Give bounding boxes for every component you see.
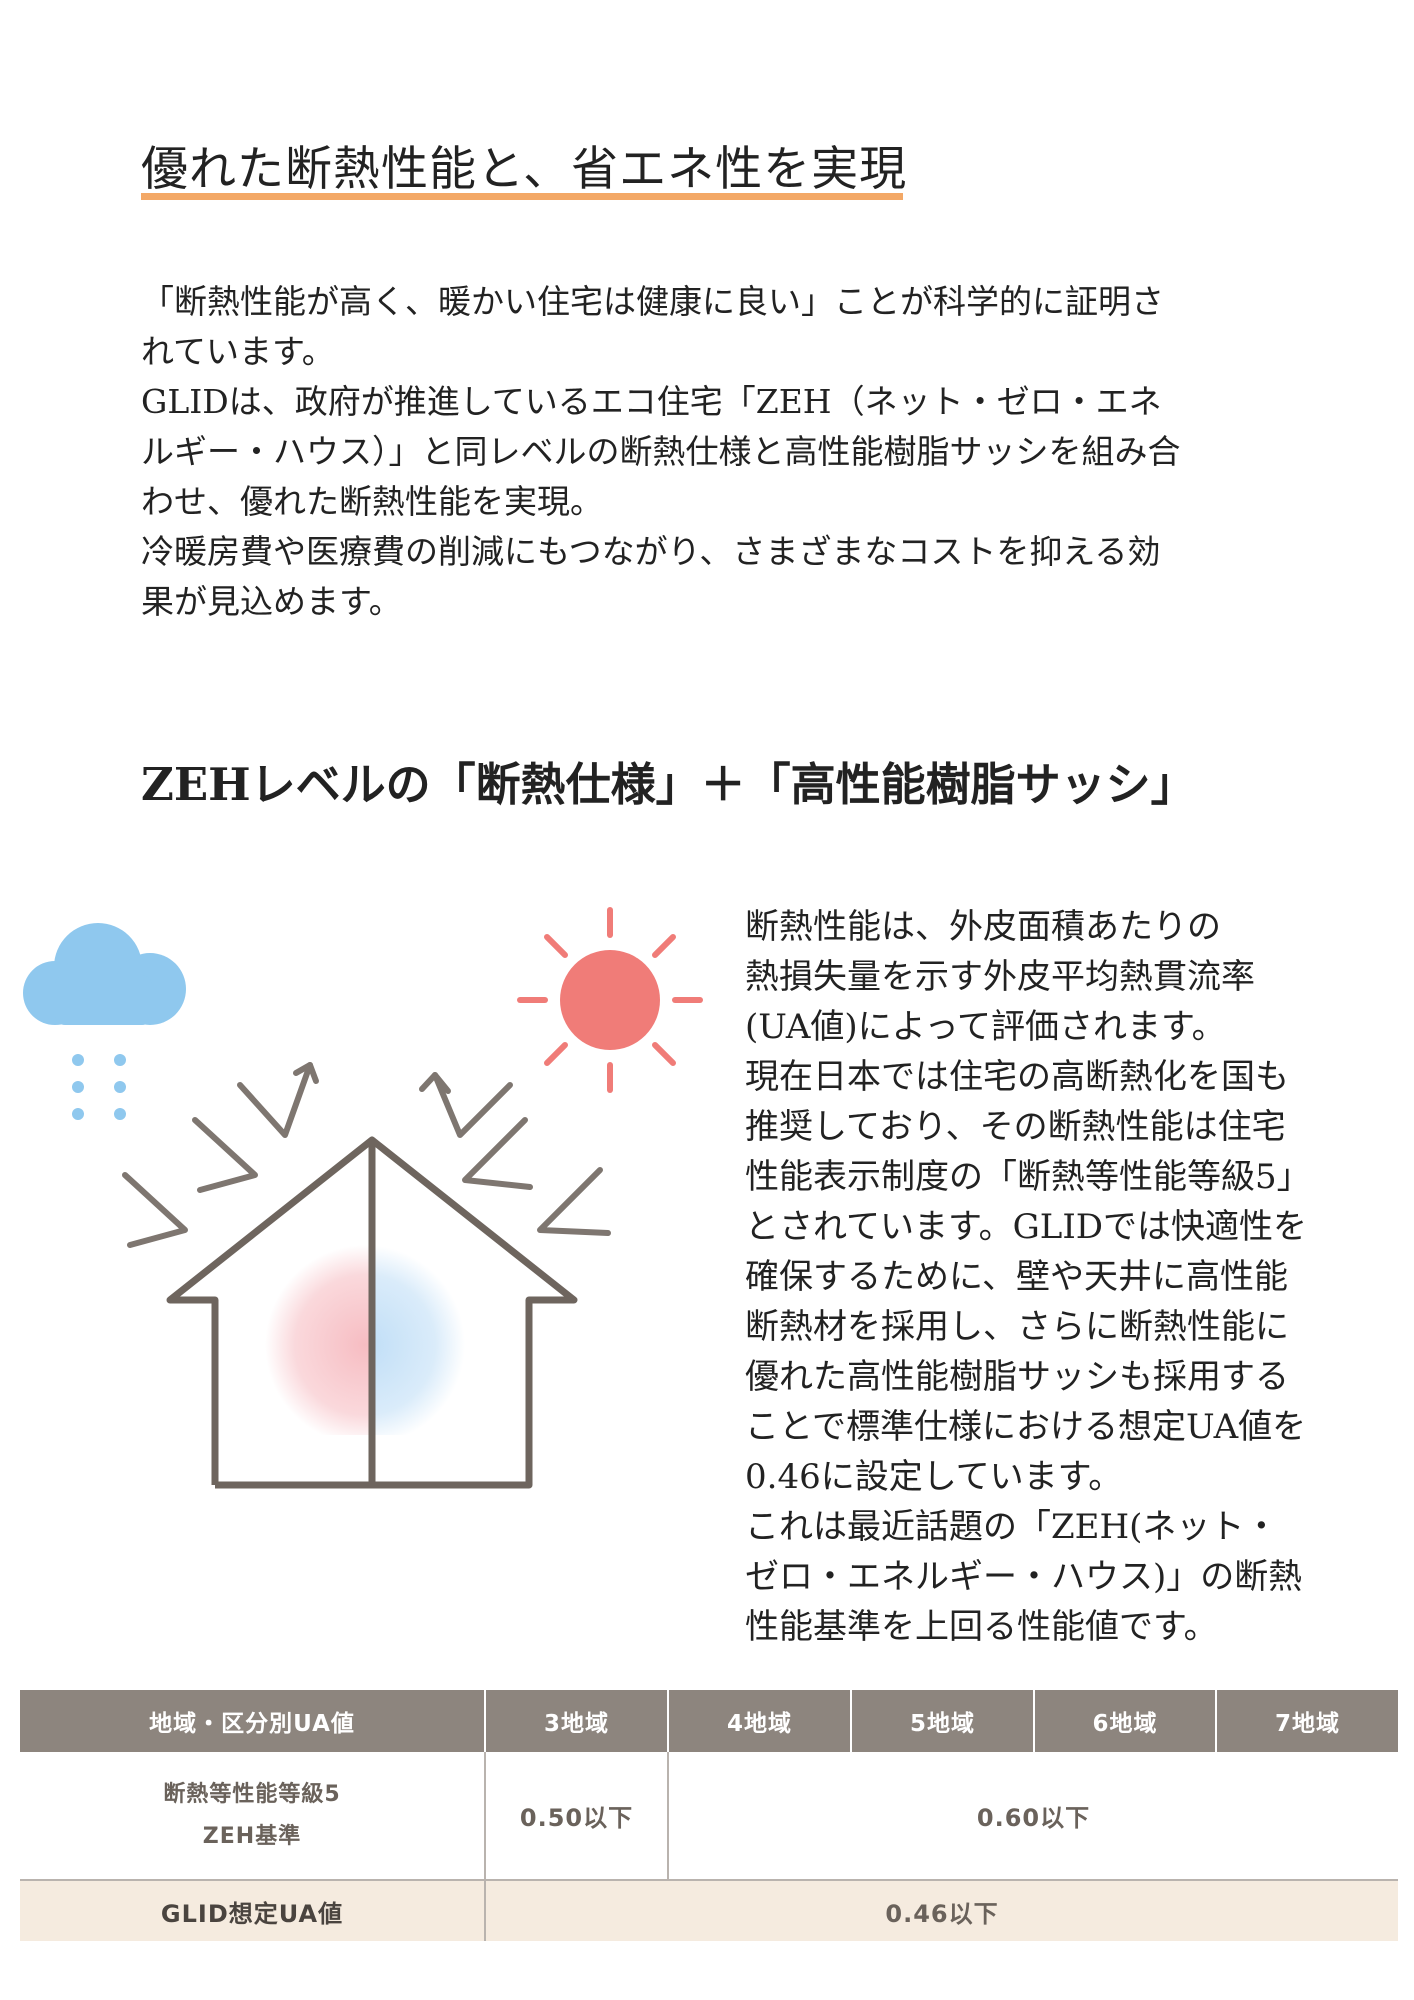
table-row: 断熱等性能等級5 ZEH基準 0.50以下 0.60以下	[20, 1752, 1398, 1881]
intro-line: GLIDは、政府が推進しているエコ住宅「ZEH（ネット・ゼロ・エネ	[141, 382, 1162, 421]
body-line: とされています。GLIDでは快適性を	[745, 1207, 1308, 1247]
table-header-cell: 5地域	[850, 1690, 1034, 1752]
rain-icon	[72, 1054, 126, 1120]
body-line: 現在日本では住宅の高断熱化を国も	[745, 1057, 1289, 1097]
body-line: ゼロ・エネルギー・ハウス)」の断熱	[745, 1557, 1303, 1597]
table-header-cell: 7地域	[1215, 1690, 1398, 1752]
body-line: 熱損失量を示す外皮平均熱貫流率	[745, 957, 1255, 997]
body-line: ことで標準仕様における想定UA値を	[745, 1407, 1307, 1447]
heat-flow-arrow-icon	[122, 1062, 611, 1248]
intro-line: れています。	[141, 332, 335, 371]
body-line: 断熱性能は、外皮面積あたりの	[745, 907, 1221, 947]
body-line: 優れた高性能樹脂サッシも採用する	[745, 1357, 1289, 1397]
row-label-line: ZEH基準	[202, 1823, 302, 1849]
body-line: 確保するために、壁や天井に高性能	[745, 1257, 1288, 1297]
table-header-row: 地域・区分別UA値 3地域 4地域 5地域 6地域 7地域	[20, 1690, 1398, 1752]
intro-line: 果が見込めます。	[141, 582, 402, 621]
body-line: 性能基準を上回る性能値です。	[745, 1607, 1218, 1647]
title-underline	[141, 193, 903, 200]
body-line: これは最近話題の「ZEH(ネット・	[745, 1507, 1279, 1547]
sun-icon	[517, 907, 703, 1093]
table-header-cell: 4地域	[667, 1690, 851, 1752]
table-cell: 0.46以下	[484, 1880, 1398, 1941]
intro-line: ルギー・ハウス）」と同レベルの断熱仕様と高性能樹脂サッシを組み合	[141, 432, 1181, 471]
table-row: GLID想定UA値 0.46以下	[20, 1880, 1398, 1941]
row-label: 断熱等性能等級5 ZEH基準	[20, 1752, 485, 1881]
intro-line: わせ、優れた断熱性能を実現。	[141, 482, 603, 521]
temperature-glow	[265, 1245, 465, 1435]
insulation-illustration	[23, 907, 703, 1489]
table-header-cell: 地域・区分別UA値	[20, 1690, 485, 1752]
row-label: GLID想定UA値	[20, 1880, 485, 1941]
body-line: (UA値)によって評価されます。	[745, 1007, 1226, 1047]
table-cell: 0.60以下	[667, 1752, 1398, 1881]
ua-value-table: 地域・区分別UA値 3地域 4地域 5地域 6地域 7地域 断熱等性能等級5 Z…	[20, 1690, 1398, 1941]
row-label-line: 断熱等性能等級5	[163, 1781, 341, 1807]
section-subheading: ZEHレベルの「断熱仕様」＋「高性能樹脂サッシ」	[141, 758, 1196, 811]
body-line: 推奨しており、その断熱性能は住宅	[745, 1107, 1286, 1147]
table-header-cell: 3地域	[484, 1690, 668, 1752]
cloud-icon	[23, 923, 186, 1025]
intro-line: 「断熱性能が高く、暖かい住宅は健康に良い」ことが科学的に証明さ	[141, 282, 1164, 321]
page-title: 優れた断熱性能と、省エネ性を実現	[141, 142, 908, 197]
ua-explanation: 断熱性能は、外皮面積あたりの 熱損失量を示す外皮平均熱貫流率 (UA値)によって…	[745, 902, 1385, 1652]
body-line: 断熱材を採用し、さらに断熱性能に	[745, 1307, 1289, 1347]
intro-line: 冷暖房費や医療費の削減にもつながり、さまざまなコストを抑える効	[141, 532, 1161, 571]
body-line: 性能表示制度の「断熱等性能等級5」	[745, 1157, 1311, 1197]
intro-paragraph: 「断熱性能が高く、暖かい住宅は健康に良い」ことが科学的に証明さ れています。 G…	[141, 277, 1271, 627]
table-header-cell: 6地域	[1033, 1690, 1216, 1752]
table-cell: 0.50以下	[484, 1752, 668, 1881]
body-line: 0.46に設定しています。	[745, 1457, 1123, 1497]
house-icon	[166, 1136, 578, 1489]
